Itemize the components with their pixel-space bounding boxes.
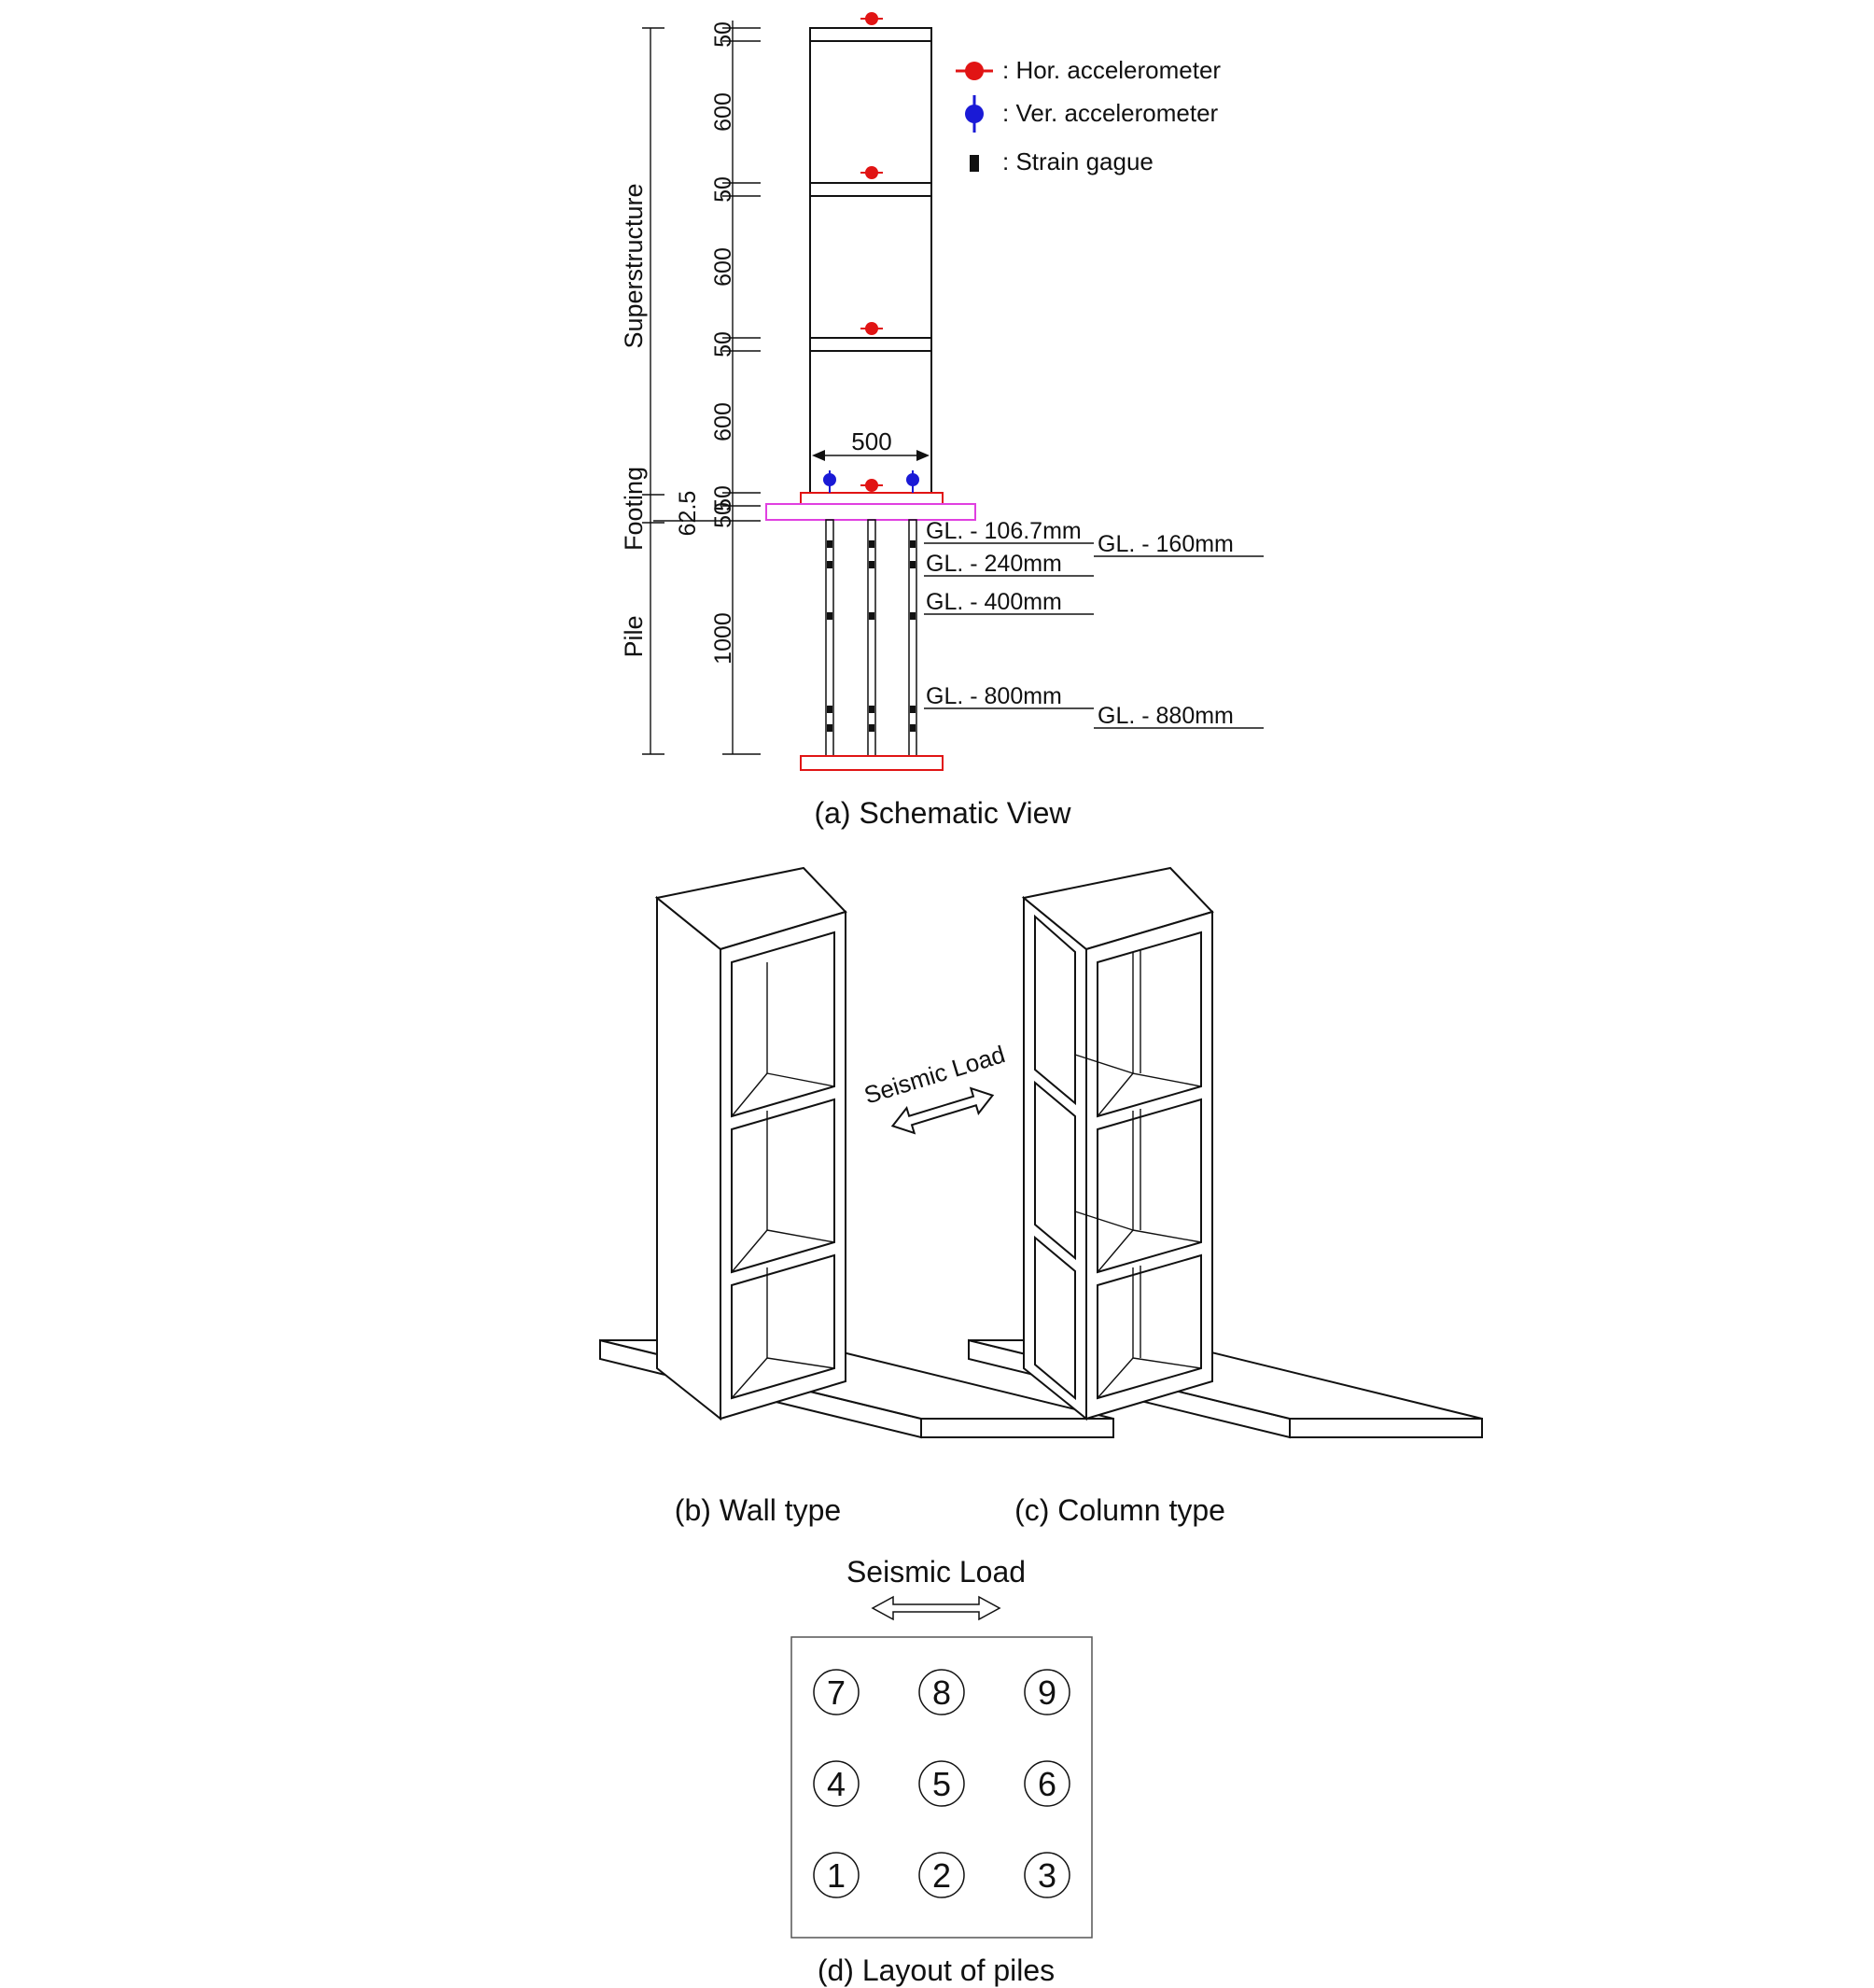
- footing-label: Footing: [620, 467, 648, 551]
- gl-leader-lines: [924, 542, 1264, 729]
- dim-1000: 1000: [710, 612, 736, 665]
- caption-d: (d) Layout of piles: [818, 1953, 1055, 1987]
- superstructure-frame: [809, 27, 932, 494]
- superstructure-label: Superstructure: [620, 183, 648, 348]
- pile-cap-outline: [790, 1636, 1093, 1939]
- pile-base-plate: [800, 755, 944, 771]
- caption-a: (a) Schematic View: [814, 796, 1071, 830]
- seismic-load-3d: Seismic Load: [860, 1040, 1008, 1135]
- pile-number: 5: [932, 1765, 951, 1803]
- dim-600-3: 600: [710, 402, 736, 441]
- dim-50-top: 50: [710, 21, 736, 48]
- double-arrow-icon: [890, 1086, 995, 1135]
- pile-number: 7: [827, 1673, 846, 1712]
- piles: [825, 519, 917, 757]
- pile-number: 4: [827, 1765, 846, 1803]
- gl-880: GL. - 880mm: [1098, 703, 1234, 729]
- gl-800: GL. - 800mm: [926, 683, 1062, 709]
- gl-160: GL. - 160mm: [1098, 531, 1234, 557]
- layout-seismic-label: Seismic Load: [846, 1555, 1026, 1589]
- column-type-model: (c) Column type: [968, 866, 1483, 1527]
- ver-accelerometer-icon: [965, 95, 984, 133]
- hor-accelerometer-icon: [956, 62, 993, 80]
- wall-type-model: (b) Wall type: [599, 866, 1114, 1527]
- gl-240: GL. - 240mm: [926, 551, 1062, 577]
- legend: : Hor. accelerometer : Ver. acceleromete…: [956, 56, 1221, 175]
- dim-600-1: 600: [710, 92, 736, 132]
- dim-600-2: 600: [710, 247, 736, 287]
- pile-circles: [813, 1669, 1070, 1898]
- dim-50-2: 50: [710, 176, 736, 203]
- base-slab: [800, 492, 944, 505]
- dim-50-4: 50: [710, 485, 736, 511]
- pile-number: 8: [932, 1673, 951, 1712]
- caption-c: (c) Column type: [1014, 1493, 1225, 1527]
- width-500-label: 500: [851, 427, 891, 455]
- dimension-chain: [653, 21, 761, 755]
- gl-106-7: GL. - 106.7mm: [926, 518, 1082, 544]
- legend-ver-label: : Ver. accelerometer: [1002, 99, 1219, 127]
- caption-b: (b) Wall type: [675, 1493, 841, 1527]
- strain-gauge-icon: [970, 155, 979, 172]
- pile-number: 6: [1038, 1765, 1056, 1803]
- pile-number: 2: [932, 1856, 951, 1895]
- legend-strain-label: : Strain gague: [1002, 147, 1154, 175]
- ver-accelerometers: [823, 470, 919, 493]
- legend-hor-label: : Hor. accelerometer: [1002, 56, 1221, 84]
- group-dimension-line: [642, 27, 664, 755]
- pile-label: Pile: [620, 615, 648, 657]
- gl-400: GL. - 400mm: [926, 589, 1062, 615]
- double-arrow-icon: [871, 1595, 1001, 1621]
- strain-gauges: [827, 540, 916, 732]
- pile-number: 9: [1038, 1673, 1056, 1712]
- pile-number: 1: [827, 1856, 846, 1895]
- dim-62-5: 62.5: [675, 491, 701, 537]
- hor-accelerometers: [860, 12, 883, 492]
- dim-50-3: 50: [710, 331, 736, 357]
- width-dimension: [812, 450, 930, 461]
- pile-number: 3: [1038, 1856, 1056, 1895]
- schematic-view: Superstructure Footing Pile 50 600 50 60…: [620, 12, 1264, 830]
- dim-50-footing: 50: [710, 502, 736, 528]
- pile-layout: Seismic Load 7 8 9 4 5 6 1 2 3 (d) Layou…: [790, 1555, 1093, 1987]
